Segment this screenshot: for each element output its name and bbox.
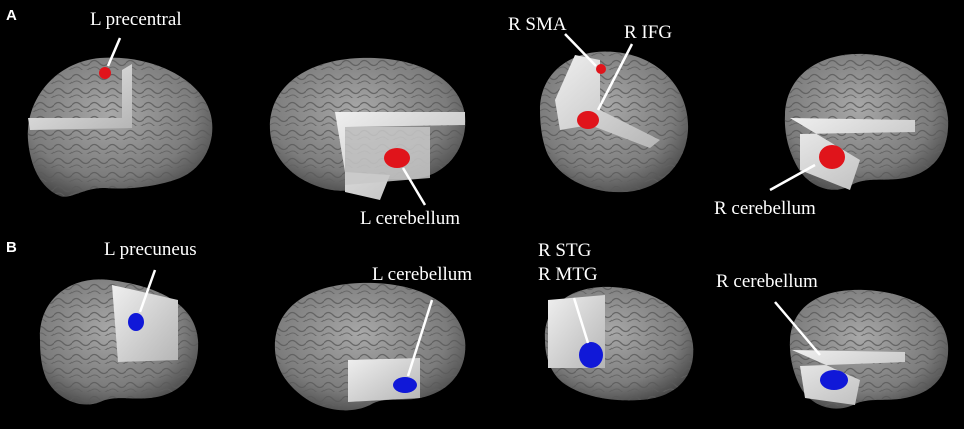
region-label-r-cerebellum: R cerebellum — [714, 198, 816, 219]
region-label-r-sma: R SMA — [508, 14, 567, 35]
pointer-arrow — [406, 299, 434, 377]
pointer-arrow — [774, 301, 821, 356]
region-label-r-mtg: R MTG — [538, 264, 598, 285]
activation-blob — [128, 313, 144, 331]
cutaway-slice — [28, 64, 132, 130]
activation-blob — [393, 377, 417, 393]
region-label-l-cerebellum: L cerebellum — [360, 208, 460, 229]
panel-a1: L precentral — [27, 9, 213, 197]
region-label-l-precuneus: L precuneus — [104, 239, 197, 260]
activation-blob — [579, 342, 603, 368]
pointer-arrow — [138, 269, 157, 313]
region-label-r-cerebellum-b: R cerebellum — [716, 271, 818, 292]
pointer-arrow — [769, 163, 816, 192]
activation-blob — [577, 111, 599, 129]
row-letter-a: A — [6, 7, 17, 24]
region-label-r-ifg: R IFG — [624, 22, 672, 43]
panel-b3: R STG R MTG — [538, 240, 694, 401]
panel-a2: L cerebellum — [269, 57, 466, 229]
panel-a3: R SMA R IFG — [508, 14, 689, 193]
pointer-arrow — [564, 33, 597, 67]
panel-b4: R cerebellum — [716, 271, 949, 409]
row-letter-b: B — [6, 239, 17, 256]
pointer-arrow — [596, 43, 634, 111]
region-label-r-stg: R STG — [538, 240, 592, 261]
panel-b2: L cerebellum — [274, 264, 472, 411]
activation-blob — [819, 145, 845, 169]
region-label-l-cerebellum-b: L cerebellum — [372, 264, 472, 285]
cutaway-slice — [112, 285, 178, 362]
activation-blob — [596, 64, 606, 74]
region-label-l-precentral: L precentral — [90, 9, 182, 30]
cutaway-slice — [792, 350, 905, 405]
pointer-arrow — [106, 37, 122, 67]
cutaway-slice — [790, 118, 915, 190]
activation-blob — [99, 67, 111, 79]
pointer-arrow — [401, 167, 427, 206]
panel-a4: R cerebellum — [714, 53, 949, 219]
panel-b1: L precuneus — [39, 239, 199, 405]
pointer-arrow — [572, 297, 590, 344]
activation-blob — [820, 370, 848, 390]
activation-blob — [384, 148, 410, 168]
